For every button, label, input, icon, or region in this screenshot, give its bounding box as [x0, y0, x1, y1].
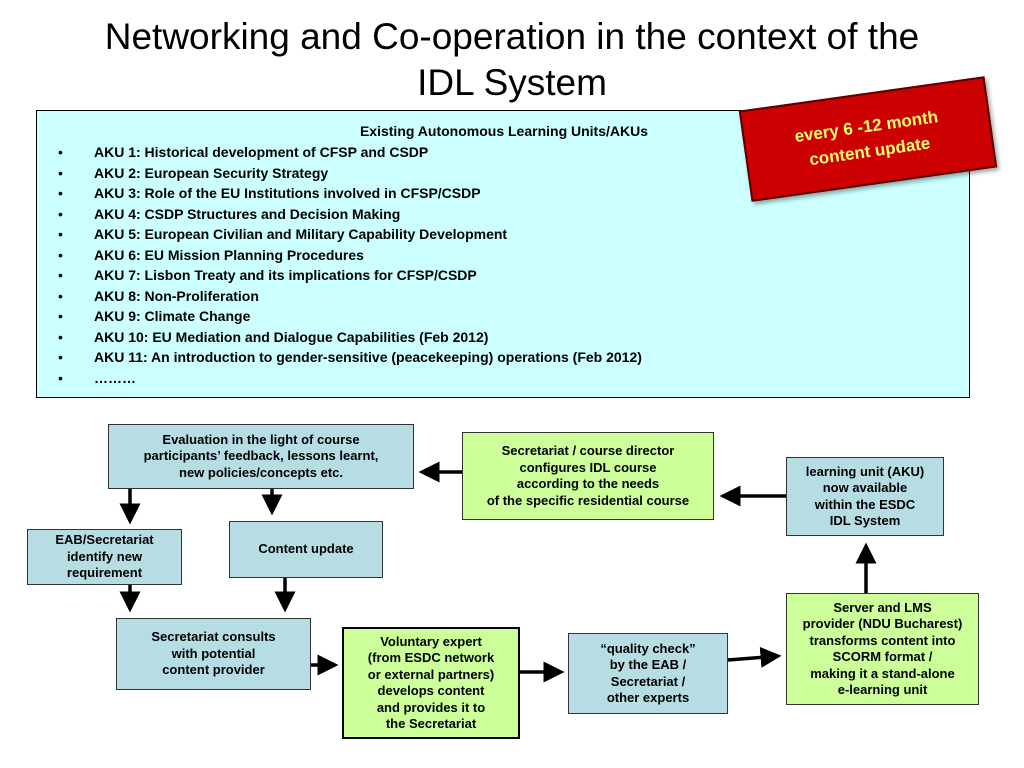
slide-title-line-1: Networking and Co-operation in the conte… [104, 16, 920, 57]
aku-item-text: AKU 2: European Security Strategy [94, 164, 329, 181]
node-line: the Secretariat [385, 716, 477, 731]
aku-item-text: AKU 6: EU Mission Planning Procedures [94, 246, 364, 263]
node-line: by the EAB / [609, 657, 687, 672]
node-line: develops content [377, 683, 485, 698]
node-line: transforms content into [809, 632, 956, 648]
bullet-icon: • [58, 369, 63, 386]
node-line: provider (NDU Bucharest) [802, 616, 963, 631]
node-line: now available [822, 480, 908, 495]
aku-item-text: AKU 7: Lisbon Treaty and its implication… [94, 267, 477, 283]
aku-item-text: AKU 4: CSDP Structures and Decision Maki… [94, 205, 401, 222]
bullet-icon: • [58, 164, 63, 181]
node-line: other experts [606, 690, 690, 705]
bullet-icon: • [58, 308, 63, 324]
bullet-icon: • [58, 328, 63, 345]
node-line: SCORM format / [832, 649, 933, 664]
node-line: requirement [66, 565, 143, 581]
bullet-icon: • [58, 287, 63, 304]
aku-item-text: AKU 9: Climate Change [94, 308, 251, 324]
node-line: content provider [162, 662, 265, 678]
node-line: within the ESDC [814, 496, 916, 512]
node-line: configures IDL course [519, 459, 657, 475]
aku-item-text: AKU 5: European Civilian and Military Ca… [94, 226, 508, 242]
learning-unit-node: learning unit (AKU) now available within… [786, 457, 944, 536]
bullet-icon: • [58, 349, 63, 365]
node-line: (from ESDC network [367, 650, 495, 665]
aku-item-text: AKU 11: An introduction to gender-sensit… [94, 349, 642, 365]
node-line: participants’ feedback, lessons learnt, [143, 448, 379, 464]
node-line: IDL System [829, 513, 901, 528]
node-line: Secretariat / course director [501, 443, 675, 458]
arrow-quality-check-to-server [727, 646, 782, 668]
aku-item-text: AKU 3: Role of the EU Institutions invol… [94, 185, 481, 201]
node-line: Secretariat / [610, 673, 686, 689]
bullet-icon: • [58, 185, 63, 201]
node-line: of the specific residential course [486, 492, 690, 508]
bullet-icon: • [58, 205, 63, 222]
slide-title-line-2: IDL System [417, 62, 607, 103]
quality-check-node: “quality check” by the EAB / Secretariat… [568, 633, 728, 714]
bullet-icon: • [58, 144, 63, 160]
node-line: Voluntary expert [380, 633, 482, 649]
node-line: Evaluation in the light of course [162, 431, 360, 447]
node-line: Server and LMS [833, 599, 932, 615]
node-line: e-learning unit [837, 682, 928, 697]
node-line: Secretariat consults [151, 629, 276, 645]
node-line: “quality check” [600, 640, 696, 656]
secretariat-director-node: Secretariat / course director configures… [462, 432, 714, 520]
node-line: with potential [171, 645, 256, 661]
node-line: or external partners) [367, 666, 495, 682]
voluntary-expert-node: Voluntary expert (from ESDC network or e… [342, 627, 520, 739]
node-line: new policies/concepts etc. [179, 464, 343, 480]
bullet-icon: • [58, 226, 63, 242]
aku-item-text: ……… [94, 369, 136, 386]
bullet-icon: • [58, 267, 63, 283]
aku-list-panel: Existing Autonomous Learning Units/AKUs … [36, 110, 970, 398]
slide-title: Networking and Co-operation in the conte… [40, 14, 984, 106]
secretariat-consults-node: Secretariat consults with potential cont… [116, 618, 311, 690]
aku-list-heading: Existing Autonomous Learning Units/AKUs [359, 123, 649, 139]
node-line: making it a stand-alone [810, 665, 955, 681]
aku-item-text: AKU 1: Historical development of CFSP an… [94, 144, 429, 160]
bullet-icon: • [58, 246, 63, 263]
evaluation-node: Evaluation in the light of course partic… [108, 424, 414, 489]
node-line: learning unit (AKU) [805, 463, 925, 479]
aku-item-text: AKU 10: EU Mediation and Dialogue Capabi… [94, 328, 489, 345]
node-line: Content update [258, 541, 354, 557]
node-line: and provides it to [376, 699, 486, 715]
node-line: EAB/Secretariat [55, 532, 154, 548]
server-lms-node: Server and LMS provider (NDU Bucharest) … [786, 593, 979, 705]
aku-item-text: AKU 8: Non-Proliferation [94, 287, 259, 304]
node-line: identify new [66, 548, 143, 564]
node-line: according to the needs [516, 476, 660, 491]
eab-secretariat-node: EAB/Secretariat identify new requirement [27, 529, 182, 585]
content-update-node: Content update [229, 521, 383, 578]
